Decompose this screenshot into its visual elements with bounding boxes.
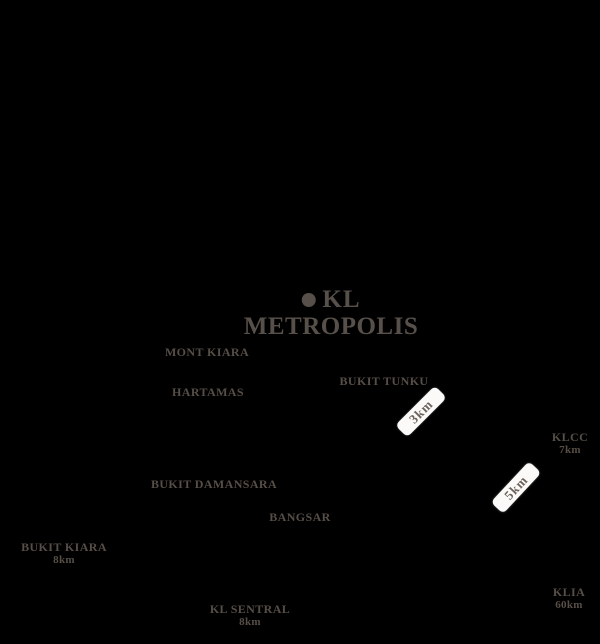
- map-label-kl-sentral: KL SENTRAL 8km: [210, 603, 290, 628]
- place-name: KLIA: [552, 585, 586, 599]
- place-name: HARTAMAS: [172, 385, 244, 399]
- project-title-line1: KL: [244, 286, 418, 313]
- route-distance-badge-3km: 3km: [395, 385, 447, 438]
- place-name: BUKIT KIARA: [21, 540, 107, 554]
- project-title: KL METROPOLIS: [243, 286, 419, 341]
- place-distance: 60km: [555, 598, 583, 611]
- map-label-hartamas: HARTAMAS: [172, 386, 244, 399]
- location-dot-icon: [301, 293, 316, 308]
- map-label-bukit-damansara: BUKIT DAMANSARA: [151, 478, 277, 491]
- map-label-bukit-kiara: BUKIT KIARA 8km: [21, 541, 107, 566]
- map-label-klcc: KLCC 7km: [552, 431, 588, 456]
- place-name: BANGSAR: [269, 510, 331, 524]
- map-label-mont-kiara: MONT KIARA: [165, 346, 249, 359]
- place-name: BUKIT TUNKU: [339, 374, 429, 388]
- route-distance-badge-5km: 5km: [490, 461, 542, 514]
- project-name-kl: KL: [322, 286, 361, 313]
- map-label-bangsar: BANGSAR: [269, 511, 330, 524]
- project-name-metropolis: METROPOLIS: [243, 313, 419, 341]
- place-name: KL SENTRAL: [209, 602, 291, 616]
- map-label-bukit-tunku: BUKIT TUNKU: [340, 375, 429, 388]
- place-name: BUKIT DAMANSARA: [150, 477, 278, 491]
- place-distance: 7km: [559, 443, 581, 456]
- place-distance: 8km: [239, 615, 261, 628]
- place-name: KLCC: [551, 430, 589, 444]
- place-distance: 8km: [53, 553, 75, 566]
- place-name: MONT KIARA: [164, 345, 250, 359]
- map-label-klia: KLIA 60km: [553, 586, 585, 611]
